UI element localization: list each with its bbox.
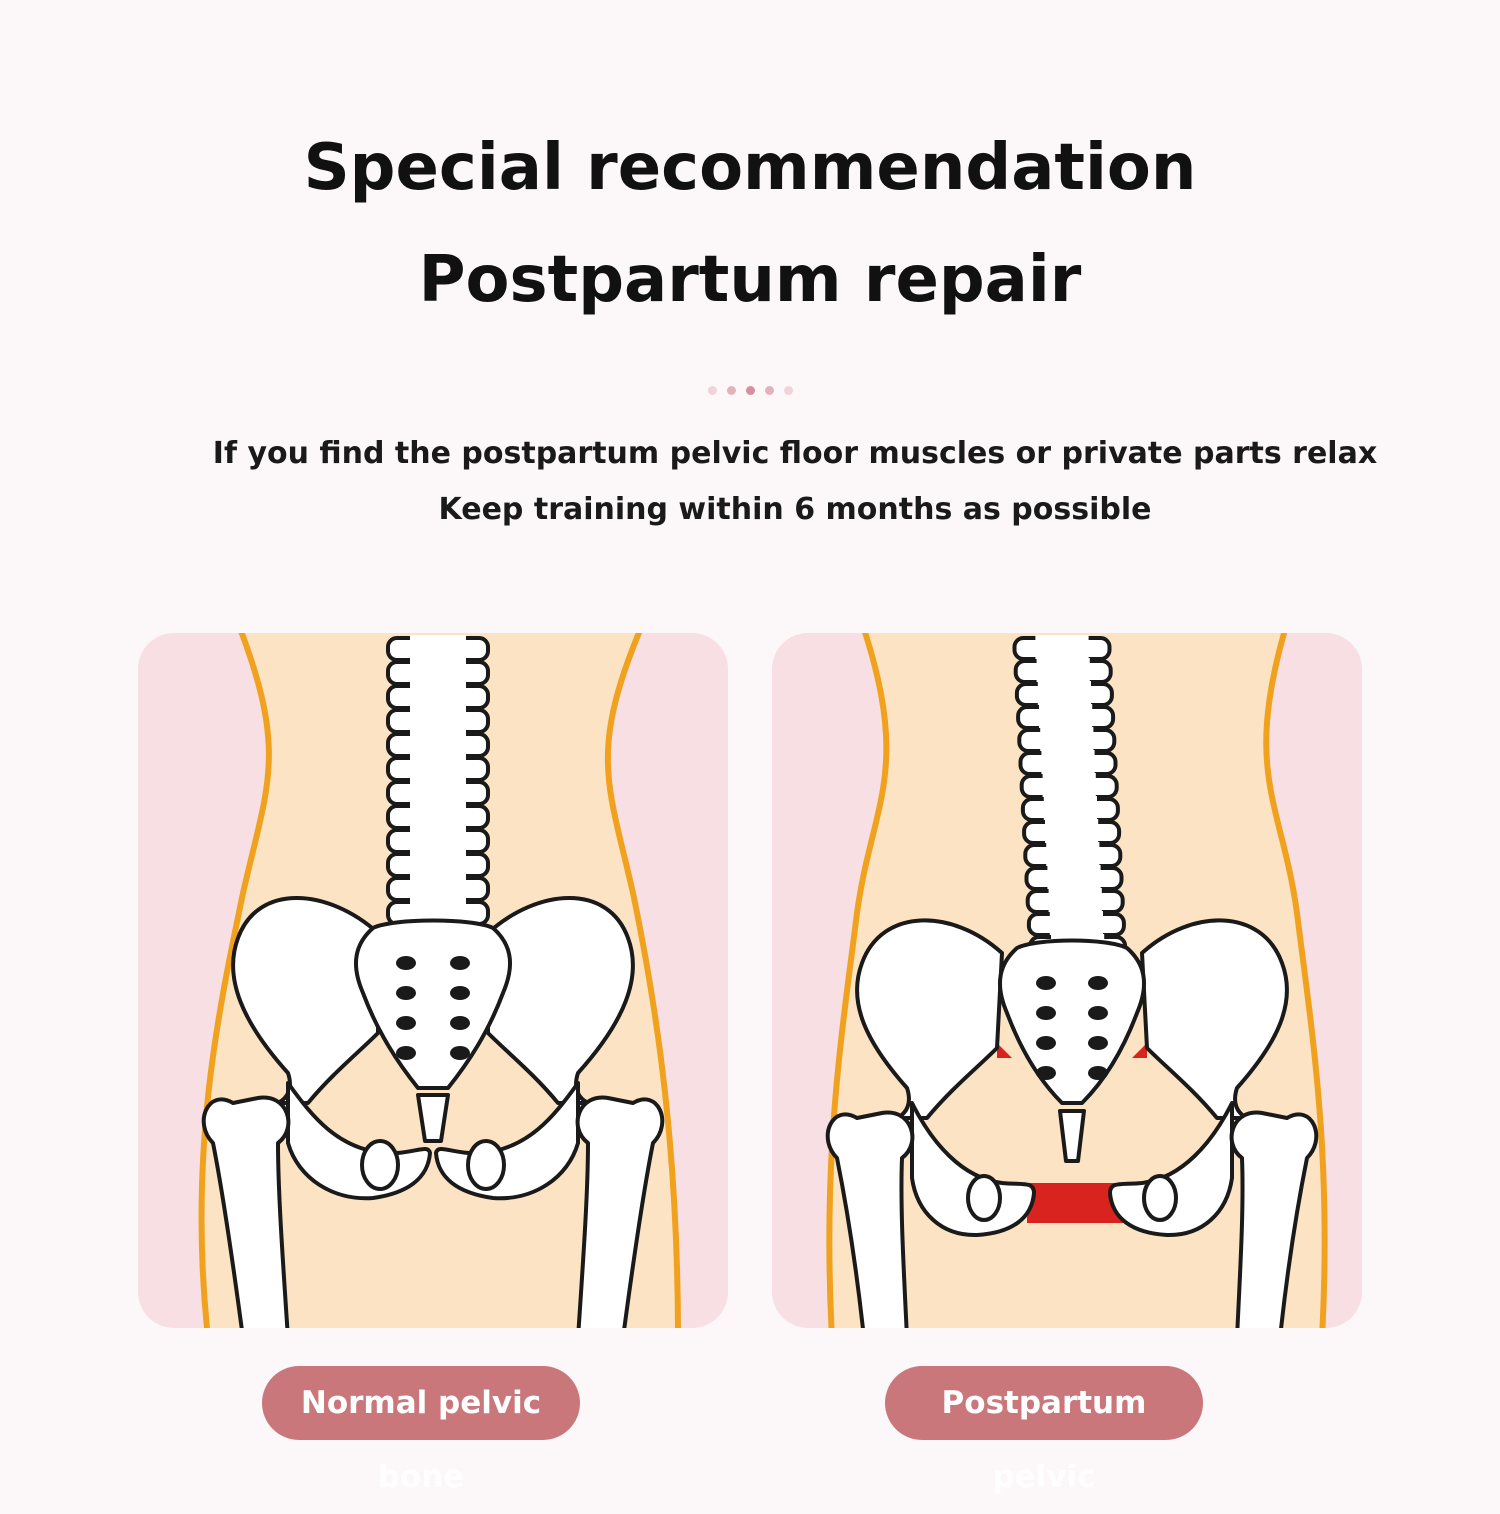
vertebra-body <box>410 875 466 903</box>
sacral-foramen <box>1088 1066 1108 1080</box>
vertebra-body <box>1039 704 1093 731</box>
vertebra-body <box>410 779 466 807</box>
sacral-foramen <box>396 1016 416 1030</box>
sacral-foramen <box>396 956 416 970</box>
sacral-foramen <box>396 986 416 1000</box>
spine <box>386 635 490 951</box>
sacral-foramen <box>1036 976 1056 990</box>
pelvis-bones <box>825 918 1319 1328</box>
sacral-foramen <box>1088 1006 1108 1020</box>
title-line-2: Postpartum repair <box>418 243 1082 317</box>
vertebra-body <box>1041 750 1095 777</box>
vertebra-body <box>410 683 466 711</box>
pelvis-bones <box>201 896 665 1328</box>
vertebra-body <box>1046 842 1100 869</box>
vertebra-body <box>1043 796 1097 823</box>
normal-pelvis-illustration <box>138 633 728 1328</box>
vertebra-body <box>410 851 466 879</box>
sacral-foramen <box>1036 1036 1056 1050</box>
divider-dot <box>745 386 755 395</box>
spine <box>1012 635 1128 961</box>
sacral-foramen <box>1036 1066 1056 1080</box>
vertebra-body <box>1042 773 1096 800</box>
title-line-1: Special recommendation <box>303 131 1197 205</box>
sacral-foramen <box>396 1046 416 1060</box>
divider-dots <box>0 380 1500 399</box>
subtitle-line-2: Keep training within 6 months as possibl… <box>438 492 1152 527</box>
sacral-foramen <box>1088 1036 1108 1050</box>
sacral-foramen <box>450 1046 470 1060</box>
sacral-foramen <box>1036 1006 1056 1020</box>
label-postpartum-pelvic: Postpartum pelvic <box>885 1366 1203 1495</box>
vertebra-body <box>1035 635 1089 662</box>
vertebra-body <box>1036 658 1090 685</box>
label-normal-pelvic-bone: Normal pelvic bone <box>262 1366 580 1495</box>
divider-dot <box>726 386 736 395</box>
vertebra-body <box>1048 888 1102 915</box>
postpartum-pelvis-svg <box>772 633 1362 1328</box>
sacral-foramen <box>450 1016 470 1030</box>
sacral-foramen <box>450 986 470 1000</box>
vertebra-body <box>1037 681 1091 708</box>
vertebra-body <box>410 755 466 783</box>
vertebra-body <box>1049 911 1103 938</box>
divider-dot <box>764 386 774 395</box>
vertebra-body <box>410 635 466 663</box>
vertebra-body <box>410 827 466 855</box>
vertebra-body <box>410 731 466 759</box>
normal-pelvis-svg <box>138 633 728 1328</box>
vertebra-body <box>410 659 466 687</box>
vertebra-body <box>410 803 466 831</box>
vertebra-body <box>1040 727 1094 754</box>
sacral-foramen <box>1088 976 1108 990</box>
divider-dot <box>783 386 793 395</box>
vertebra-body <box>410 707 466 735</box>
vertebra-body <box>1047 865 1101 892</box>
subtitle-line-1: If you find the postpartum pelvic floor … <box>212 436 1378 471</box>
sacral-foramen <box>450 956 470 970</box>
postpartum-pelvis-illustration <box>772 633 1362 1328</box>
divider-dot <box>707 386 717 395</box>
vertebra-body <box>1045 819 1099 846</box>
